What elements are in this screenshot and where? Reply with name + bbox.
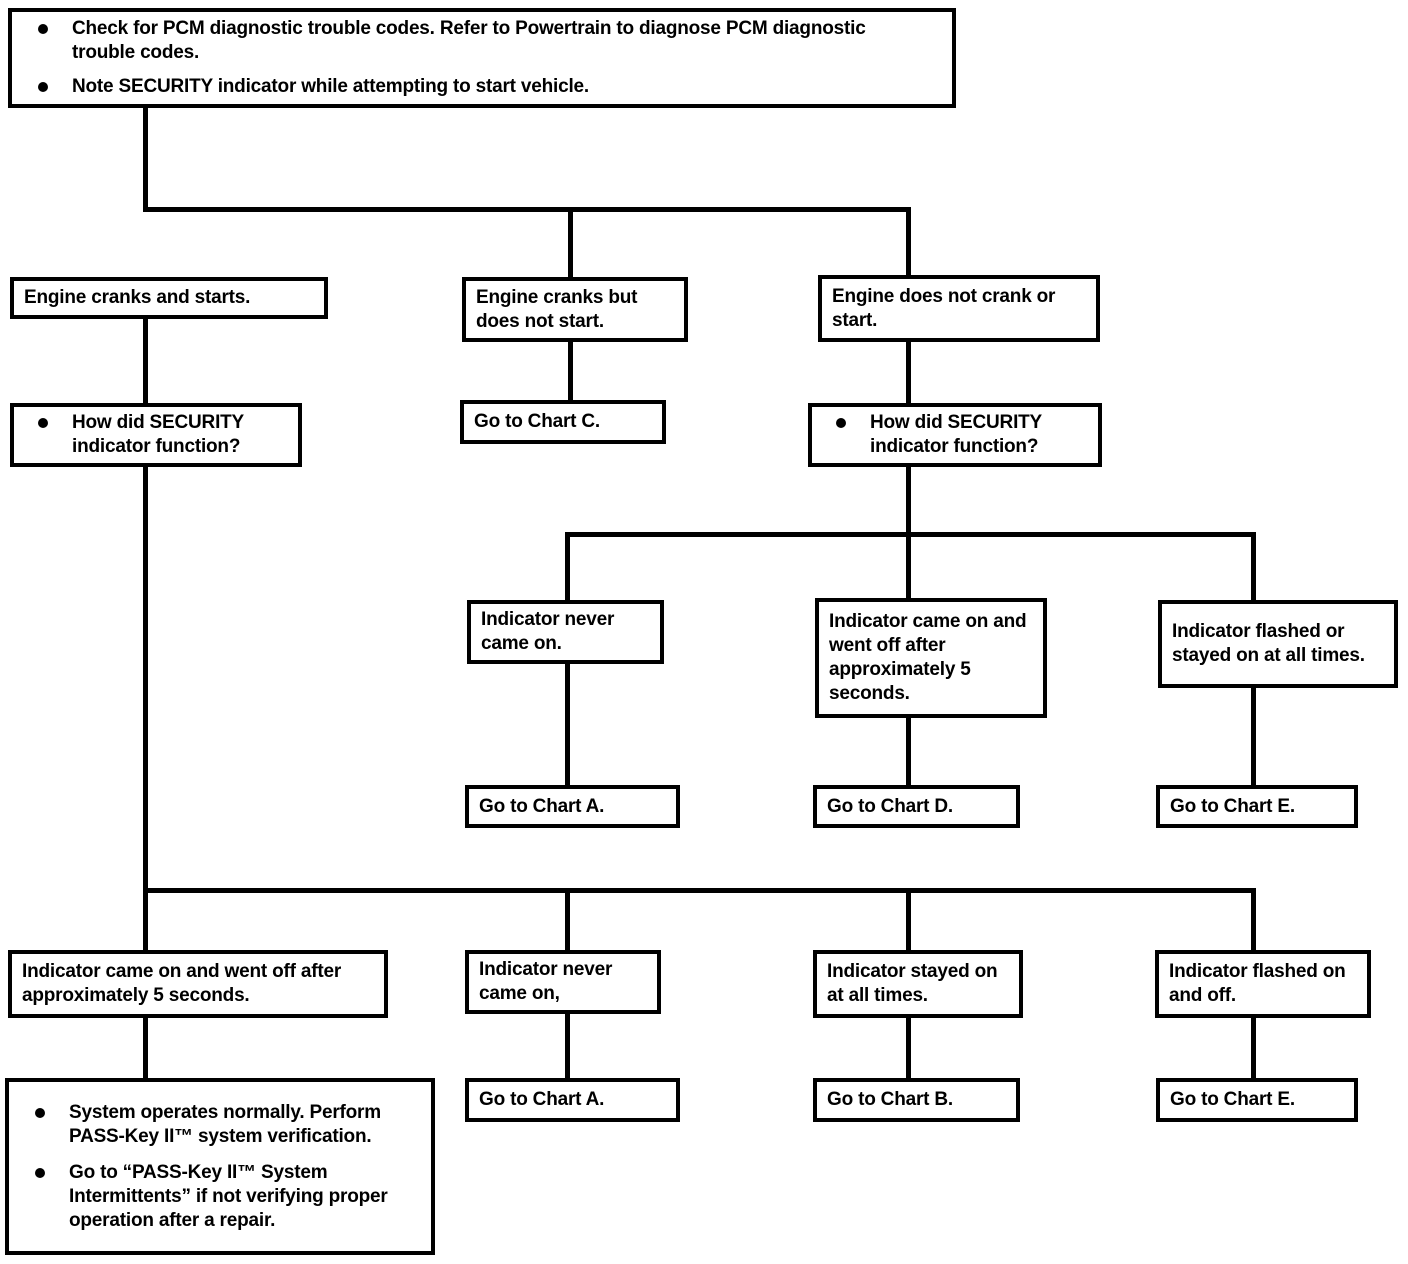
connector: [906, 1016, 911, 1080]
connector: [906, 207, 911, 277]
node-go-chart-e-2: Go to Chart E.: [1156, 1078, 1358, 1122]
instruction-text: Check for PCM diagnostic trouble codes. …: [72, 18, 866, 63]
connector: [1251, 686, 1256, 787]
question-item: How did SECURITY indicator function?: [38, 411, 288, 459]
connector: [143, 888, 1256, 893]
connector: [143, 207, 911, 212]
node-start-instructions: Check for PCM diagnostic trouble codes. …: [8, 8, 956, 108]
connector: [143, 888, 148, 952]
connector: [906, 340, 911, 405]
bullet-icon: [836, 418, 846, 428]
node-text: Go to Chart A.: [479, 1089, 605, 1110]
connector: [1251, 1016, 1256, 1080]
instruction-text: Note SECURITY indicator while attempting…: [72, 76, 589, 97]
node-indicator-never-came-on-2: Indicator never came on,: [465, 950, 661, 1014]
node-engine-no-crank: Engine does not crank or start.: [818, 275, 1100, 342]
node-text: Indicator came on and went off after app…: [22, 961, 342, 1006]
node-indicator-stayed-on: Indicator stayed on at all times.: [813, 950, 1023, 1018]
connector: [568, 207, 573, 279]
node-indicator-never-came-on-1: Indicator never came on.: [467, 600, 664, 664]
bullet-icon: [38, 418, 48, 428]
result-text: System operates normally. Perform PASS-K…: [69, 1101, 381, 1147]
connector: [568, 339, 573, 402]
node-indicator-came-on-went-off-1: Indicator came on and went off after app…: [815, 598, 1047, 718]
node-indicator-came-on-went-off-2: Indicator came on and went off after app…: [8, 950, 388, 1018]
node-text: Go to Chart D.: [827, 795, 953, 817]
connector: [565, 532, 570, 602]
node-text: Indicator never came on.: [481, 609, 615, 654]
connector: [906, 888, 911, 952]
connector: [565, 1012, 570, 1080]
connector: [143, 465, 148, 893]
node-indicator-flashed-or-stayed: Indicator flashed or stayed on at all ti…: [1158, 600, 1398, 688]
result-text: Go to “PASS-Key II™ System Intermittents…: [69, 1161, 388, 1231]
connector: [1251, 888, 1256, 952]
bullet-icon: [38, 24, 48, 34]
node-how-security-left: How did SECURITY indicator function?: [10, 403, 302, 467]
node-text: Indicator flashed on and off.: [1169, 961, 1346, 1006]
bullet-icon: [35, 1167, 45, 1178]
node-indicator-flashed-on-off: Indicator flashed on and off.: [1155, 950, 1371, 1018]
instruction-item: Note SECURITY indicator while attempting…: [38, 75, 942, 99]
result-item: Go to “PASS-Key II™ System Intermittents…: [35, 1161, 421, 1233]
node-go-chart-b: Go to Chart B.: [813, 1078, 1020, 1122]
node-engine-cranks-no-start: Engine cranks but does not start.: [462, 277, 688, 342]
node-text: Indicator never came on,: [479, 959, 613, 1004]
connector: [143, 1016, 148, 1080]
question-item: How did SECURITY indicator function?: [836, 411, 1088, 459]
node-go-chart-d: Go to Chart D.: [813, 785, 1020, 828]
connector: [1251, 532, 1256, 602]
connector: [906, 716, 911, 787]
node-how-security-right: How did SECURITY indicator function?: [808, 403, 1102, 467]
bullet-icon: [35, 1107, 45, 1118]
node-engine-cranks-starts: Engine cranks and starts.: [10, 277, 328, 319]
node-text: Go to Chart E.: [1170, 1089, 1295, 1110]
node-text: Engine cranks and starts.: [24, 287, 251, 308]
connector: [906, 532, 911, 600]
node-text: Indicator came on and went off after app…: [829, 611, 1027, 704]
connector: [565, 662, 570, 787]
node-text: Indicator flashed or stayed on at all ti…: [1172, 621, 1365, 666]
instruction-item: Check for PCM diagnostic trouble codes. …: [38, 17, 942, 65]
node-text: Go to Chart B.: [827, 1089, 953, 1110]
node-go-chart-a-1: Go to Chart A.: [465, 785, 680, 828]
question-text: How did SECURITY indicator function?: [72, 412, 244, 457]
node-text: Go to Chart C.: [474, 411, 600, 432]
node-go-chart-c: Go to Chart C.: [460, 400, 666, 444]
connector: [565, 888, 570, 952]
node-text: Engine does not crank or start.: [832, 285, 1056, 331]
connector: [143, 315, 148, 405]
question-text: How did SECURITY indicator function?: [870, 412, 1042, 457]
node-go-chart-e-1: Go to Chart E.: [1156, 785, 1358, 828]
node-text: Indicator stayed on at all times.: [827, 961, 998, 1006]
node-text: Go to Chart A.: [479, 795, 605, 817]
bullet-icon: [38, 82, 48, 92]
connector: [143, 104, 148, 212]
node-system-operates-normally: System operates normally. Perform PASS-K…: [5, 1078, 435, 1255]
node-text: Go to Chart E.: [1170, 795, 1295, 817]
node-go-chart-a-2: Go to Chart A.: [465, 1078, 680, 1122]
connector: [906, 465, 911, 537]
node-text: Engine cranks but does not start.: [476, 286, 638, 332]
result-item: System operates normally. Perform PASS-K…: [35, 1101, 421, 1149]
